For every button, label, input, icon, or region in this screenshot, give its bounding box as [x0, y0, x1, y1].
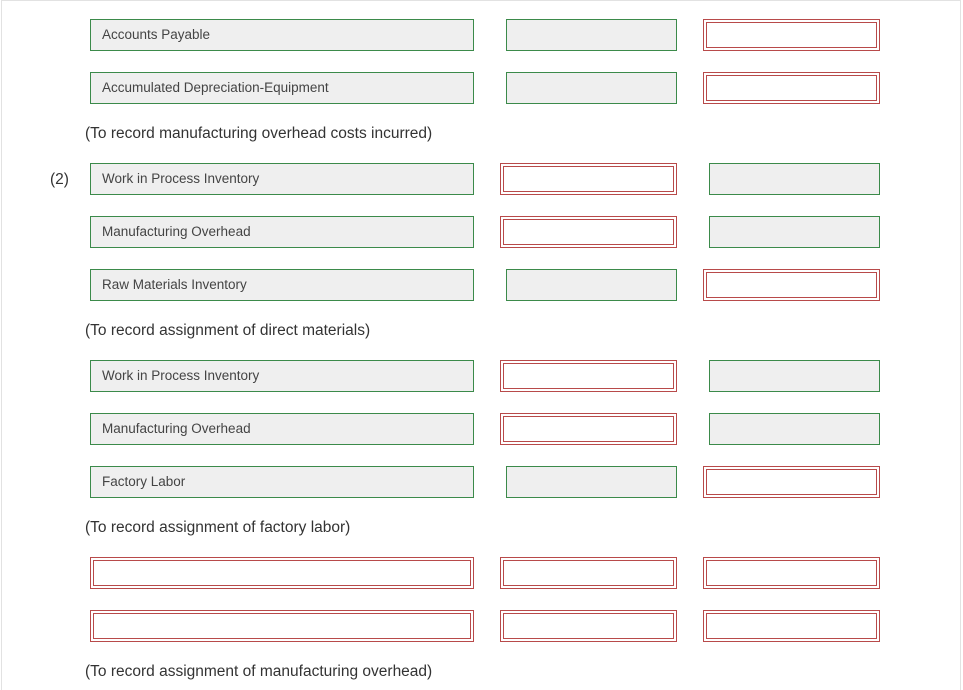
credit-field[interactable]	[703, 269, 880, 301]
account-value: Accounts Payable	[102, 27, 211, 42]
account-field[interactable]: Accounts Payable	[90, 19, 474, 51]
account-field[interactable]	[90, 557, 474, 589]
account-value: Manufacturing Overhead	[102, 421, 251, 436]
credit-field[interactable]	[703, 557, 880, 589]
credit-field[interactable]	[703, 466, 880, 498]
account-value: Manufacturing Overhead	[102, 224, 251, 239]
debit-field[interactable]	[506, 72, 677, 104]
account-field[interactable]: Factory Labor	[90, 466, 474, 498]
account-value: Work in Process Inventory	[102, 171, 260, 186]
debit-field[interactable]	[500, 610, 677, 642]
debit-field[interactable]	[506, 19, 677, 51]
credit-field[interactable]	[703, 19, 880, 51]
account-field[interactable]: Raw Materials Inventory	[90, 269, 474, 301]
debit-field[interactable]	[506, 269, 677, 301]
explanation-direct-materials: (To record assignment of direct material…	[85, 322, 371, 339]
account-field[interactable]: Manufacturing Overhead	[90, 413, 474, 445]
explanation-manufacturing-overhead: (To record assignment of manufacturing o…	[85, 663, 433, 680]
explanation-overhead-costs: (To record manufacturing overhead costs …	[85, 125, 433, 142]
account-value: Factory Labor	[102, 474, 186, 489]
account-value: Raw Materials Inventory	[102, 277, 247, 292]
account-field[interactable]: Accumulated Depreciation-Equipment	[90, 72, 474, 104]
credit-field[interactable]	[703, 72, 880, 104]
debit-field[interactable]	[500, 557, 677, 589]
debit-field[interactable]	[500, 216, 677, 248]
debit-field[interactable]	[500, 413, 677, 445]
explanation-factory-labor: (To record assignment of factory labor)	[85, 519, 351, 536]
credit-field[interactable]	[703, 610, 880, 642]
account-value: Work in Process Inventory	[102, 368, 260, 383]
entry-number: (2)	[50, 171, 69, 188]
credit-field[interactable]	[709, 413, 880, 445]
account-field[interactable]: Work in Process Inventory	[90, 163, 474, 195]
account-field[interactable]: Work in Process Inventory	[90, 360, 474, 392]
debit-field[interactable]	[500, 163, 677, 195]
debit-field[interactable]	[500, 360, 677, 392]
debit-field[interactable]	[506, 466, 677, 498]
account-field[interactable]	[90, 610, 474, 642]
account-value: Accumulated Depreciation-Equipment	[102, 80, 329, 95]
credit-field[interactable]	[709, 163, 880, 195]
credit-field[interactable]	[709, 360, 880, 392]
credit-field[interactable]	[709, 216, 880, 248]
account-field[interactable]: Manufacturing Overhead	[90, 216, 474, 248]
